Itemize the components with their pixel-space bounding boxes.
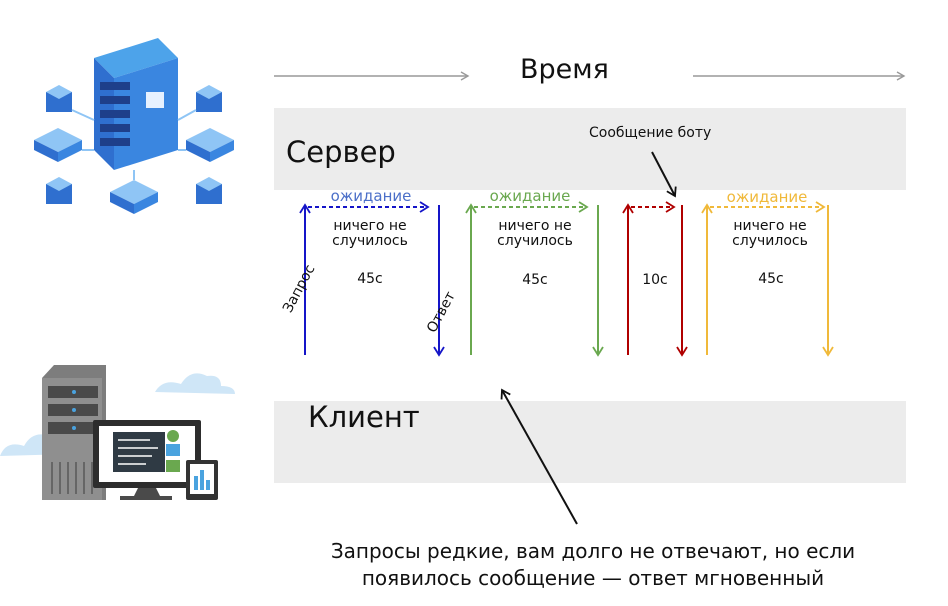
message-pointer-arrow bbox=[651, 151, 677, 198]
interval-1-result: ничего не случилось bbox=[332, 218, 408, 249]
client-label: Клиент bbox=[308, 400, 420, 434]
interval-2-result: ничего не случилось bbox=[497, 218, 573, 249]
interval-4-duration: 45с bbox=[758, 271, 784, 287]
client-band bbox=[274, 401, 906, 483]
interval-2 bbox=[465, 201, 604, 357]
interval-1 bbox=[299, 201, 445, 357]
interval-4-wait-label: ожидание bbox=[726, 188, 808, 206]
message-to-bot-label: Сообщение боту bbox=[589, 125, 712, 141]
interval-4-result: ничего не случилось bbox=[732, 218, 808, 249]
time-title: Время bbox=[520, 54, 609, 85]
interval-2-duration: 45с bbox=[522, 272, 548, 288]
interval-3-duration: 10с bbox=[642, 272, 668, 288]
interval-1-duration: 45с bbox=[357, 271, 383, 287]
interval-4 bbox=[701, 201, 834, 357]
server-band bbox=[274, 108, 906, 190]
server-rack-icon bbox=[34, 38, 234, 214]
interval-2-wait-label: ожидание bbox=[489, 187, 571, 205]
interval-3 bbox=[622, 201, 688, 357]
interval-1-wait-label: ожидание bbox=[330, 187, 412, 205]
client-computer-icon bbox=[0, 365, 235, 500]
caption: Запросы редкие, вам долго не отвечают, н… bbox=[330, 539, 856, 590]
caption-pointer-arrow bbox=[500, 388, 578, 525]
server-label: Сервер bbox=[286, 135, 396, 169]
